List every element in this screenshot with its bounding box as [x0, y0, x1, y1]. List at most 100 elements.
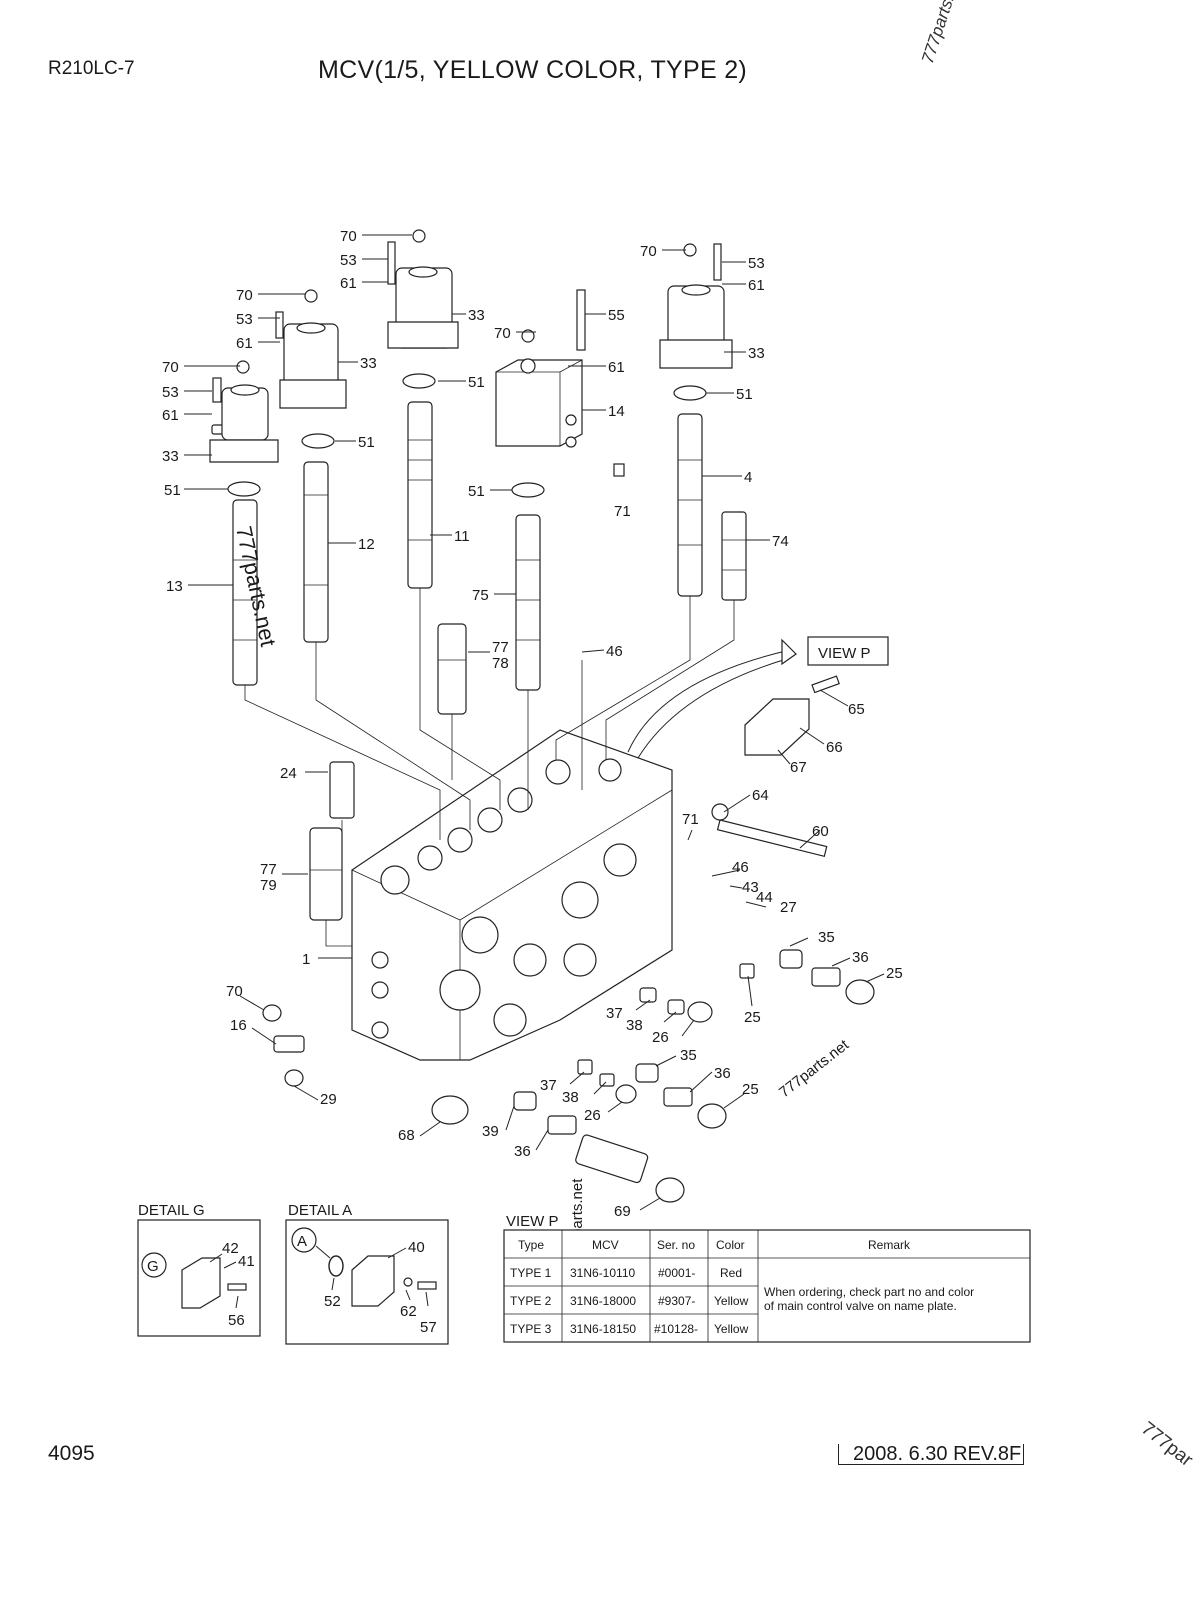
- detail-a-title: DETAIL A: [288, 1202, 352, 1219]
- callout: 25: [886, 965, 903, 982]
- callout: 33: [468, 307, 485, 324]
- view-p-table-title: VIEW P: [506, 1213, 559, 1230]
- detail-a-circle: A: [297, 1233, 307, 1250]
- detail-a-label: 57: [420, 1319, 437, 1336]
- callout: 75: [472, 587, 489, 604]
- model-number: R210LC-7: [48, 58, 135, 79]
- table-cell: Red: [720, 1266, 742, 1280]
- callout: 70: [640, 243, 657, 260]
- table-remark: When ordering, check part no and color: [764, 1285, 974, 1299]
- callout: 67: [790, 759, 807, 776]
- table-cell: TYPE 2: [510, 1294, 552, 1308]
- page-title: MCV(1/5, YELLOW COLOR, TYPE 2): [318, 56, 748, 84]
- table-cell: #0001-: [658, 1266, 695, 1280]
- callout: 44: [756, 889, 773, 906]
- table-header: Color: [716, 1238, 745, 1252]
- callout: 29: [320, 1091, 337, 1108]
- callout: 53: [162, 384, 179, 401]
- revision-box: 2008. 6.30 REV.8F: [838, 1444, 1025, 1465]
- main-valve-body-1: [351, 729, 673, 1061]
- callout: 61: [608, 359, 625, 376]
- callout: 70: [494, 325, 511, 342]
- callout: 33: [748, 345, 765, 362]
- table-cell: 31N6-10110: [570, 1266, 635, 1280]
- lower-right-parts: [513, 803, 875, 1203]
- callout: 51: [468, 374, 485, 391]
- callout: 61: [162, 407, 179, 424]
- callout: 53: [748, 255, 765, 272]
- callout: 51: [468, 483, 485, 500]
- callout: 55: [608, 307, 625, 324]
- pilot-valve-11: [387, 229, 459, 589]
- callout: 71: [614, 503, 631, 520]
- callout: 33: [162, 448, 179, 465]
- detail-g-title: DETAIL G: [138, 1202, 205, 1219]
- view-p-label: VIEW P: [818, 645, 871, 662]
- callout: 36: [852, 949, 869, 966]
- callout: 70: [226, 983, 243, 1000]
- callout: 1: [302, 951, 310, 968]
- callout: 79: [260, 877, 277, 894]
- callout: 51: [164, 482, 181, 499]
- leader-lines: [184, 234, 885, 1211]
- pilot-valve-12: [275, 289, 347, 643]
- table-header: Remark: [868, 1238, 911, 1252]
- callout: 25: [744, 1009, 761, 1026]
- callout: 14: [608, 403, 625, 420]
- pilot-valve-13: [209, 360, 279, 686]
- callout: 61: [340, 275, 357, 292]
- callout: 26: [584, 1107, 601, 1124]
- watermark-mid: 777parts.net: [776, 1036, 853, 1101]
- view-p-arrow: VIEW P: [627, 636, 889, 759]
- callout: 65: [848, 701, 865, 718]
- callout: 12: [358, 536, 375, 553]
- table-cell: Yellow: [714, 1322, 749, 1336]
- callout: 43: [742, 879, 759, 896]
- callout: 51: [358, 434, 375, 451]
- callout: 53: [340, 252, 357, 269]
- table-header: Ser. no: [657, 1238, 695, 1252]
- callout: 4: [744, 469, 752, 486]
- callout-labels: 70 53 61 33 51 11 70 53 61 33 51 12 70 5…: [162, 228, 903, 1220]
- callout: 33: [360, 355, 377, 372]
- callout: 51: [736, 386, 753, 403]
- table-header: Type: [518, 1238, 544, 1252]
- table-cell: Yellow: [714, 1294, 749, 1308]
- table-cell: 31N6-18150: [570, 1322, 636, 1336]
- detail-g-label: 41: [238, 1253, 255, 1270]
- relief-valves: [309, 623, 467, 921]
- callout: 71: [682, 811, 699, 828]
- callout: 77: [492, 639, 509, 656]
- page-number: 4095: [48, 1442, 95, 1465]
- callout: 66: [826, 739, 843, 756]
- callout: 53: [236, 311, 253, 328]
- detail-g: DETAIL G G 42 41 56: [137, 1202, 261, 1337]
- callout: 11: [454, 528, 470, 545]
- callout: 46: [732, 859, 749, 876]
- callout: 36: [514, 1143, 531, 1160]
- callout: 35: [818, 929, 835, 946]
- callout: 27: [780, 899, 797, 916]
- detail-a-label: 40: [408, 1239, 425, 1256]
- callout: 70: [162, 359, 179, 376]
- callout: 39: [482, 1123, 499, 1140]
- detail-g-circle: G: [147, 1258, 159, 1275]
- callout: 68: [398, 1127, 415, 1144]
- callout: 46: [606, 643, 623, 660]
- pilot-valve-4: [659, 243, 747, 601]
- callout: 38: [562, 1089, 579, 1106]
- callout: 78: [492, 655, 509, 672]
- callout: 74: [772, 533, 789, 550]
- callout: 70: [340, 228, 357, 245]
- callout: 37: [606, 1005, 623, 1022]
- callout: 60: [812, 823, 829, 840]
- callout: 13: [166, 578, 183, 595]
- table-cell: #10128-: [654, 1322, 698, 1336]
- callout: 70: [236, 287, 253, 304]
- view-p-table: VIEW P Type MCV Ser. no Color Remark TYP…: [503, 1213, 1031, 1343]
- table-cell: #9307-: [658, 1294, 695, 1308]
- callout: 36: [714, 1065, 731, 1082]
- table-cell: TYPE 1: [510, 1266, 552, 1280]
- callout: 61: [748, 277, 765, 294]
